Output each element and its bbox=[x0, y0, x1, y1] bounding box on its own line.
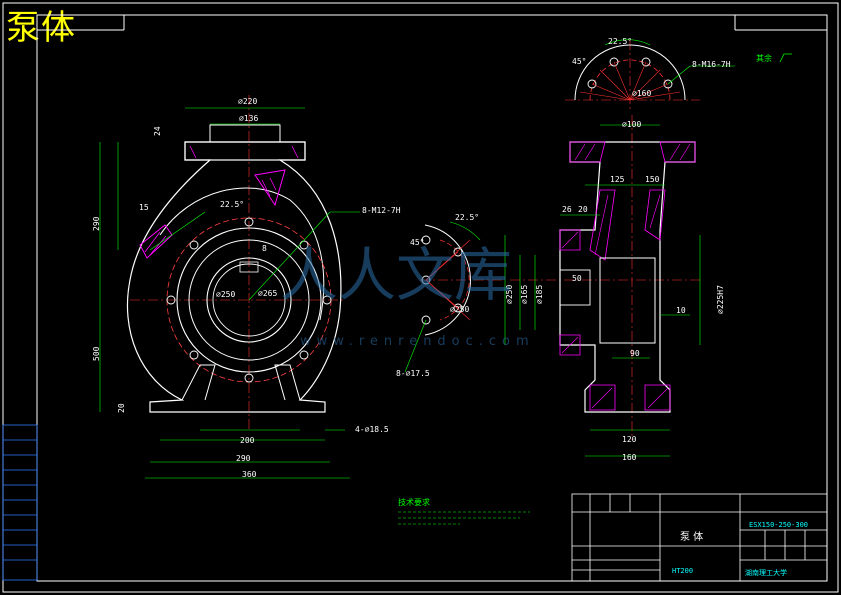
watermark-text: 人人文库 bbox=[280, 241, 512, 309]
dim-r15: 15 bbox=[139, 203, 149, 212]
title-block-material: HT200 bbox=[672, 567, 693, 575]
tech-requirements: 技术要求 bbox=[398, 497, 530, 525]
side-table bbox=[2, 424, 38, 581]
dim-d220: ⌀220 bbox=[238, 97, 257, 106]
dim-holes-front: 4-⌀18.5 bbox=[355, 425, 389, 434]
title-block-name: 泵 体 bbox=[680, 531, 703, 543]
dim-d185: ⌀185 bbox=[535, 285, 544, 304]
tech-req-heading: 技术要求 bbox=[398, 497, 430, 507]
flange-view: 22.5° 45° ⌀160 ⌀100 8-M16-7H 其余 bbox=[565, 37, 792, 129]
dim-d250-side: ⌀250 bbox=[505, 285, 514, 304]
dim-bolt-flange: 8-M16-7H bbox=[692, 60, 731, 69]
roughness-note: 其余 bbox=[756, 53, 772, 63]
dim-h20: 20 bbox=[117, 403, 126, 413]
dim-w50: 50 bbox=[572, 274, 582, 283]
section-view: 125 150 26 20 50 ⌀250 ⌀165 ⌀185 90 ⌀225H… bbox=[504, 115, 725, 462]
dim-w200: 200 bbox=[240, 436, 255, 445]
dim-45-flange: 45° bbox=[572, 57, 586, 66]
dim-angle-flange: 22.5° bbox=[608, 37, 632, 46]
dim-t24: 24 bbox=[153, 126, 162, 136]
title-block-school: 湖南理工大学 bbox=[745, 568, 787, 577]
dim-d160: ⌀160 bbox=[632, 89, 651, 98]
dim-w120: 120 bbox=[622, 435, 637, 444]
dim-angle-front: 22.5° bbox=[220, 200, 244, 209]
dim-45-left: 45° bbox=[410, 238, 424, 247]
dim-d265-front: ⌀265 bbox=[258, 289, 277, 298]
dim-d10: 10 bbox=[676, 306, 686, 315]
dim-d90: 90 bbox=[630, 349, 640, 358]
dim-bolt-front: 8-M12-7H bbox=[362, 206, 401, 215]
dim-d250-left: ⌀250 bbox=[450, 305, 469, 314]
dim-d136: ⌀136 bbox=[239, 114, 258, 123]
dim-angle-left: 22.5° bbox=[455, 213, 479, 222]
front-view: ⌀220 ⌀136 24 290 500 20 200 290 360 8-M1… bbox=[92, 95, 401, 479]
dim-w160: 160 bbox=[622, 453, 637, 462]
dim-w290: 290 bbox=[236, 454, 251, 463]
dim-w125: 125 bbox=[610, 175, 625, 184]
dim-d250-front: ⌀250 bbox=[216, 290, 235, 299]
watermark: 人人文库 www.renrendoc.com bbox=[280, 241, 535, 349]
dim-w150: 150 bbox=[645, 175, 660, 184]
title-block-code: ESX150-250-300 bbox=[749, 521, 808, 529]
title-block bbox=[571, 493, 828, 582]
bolt-pattern-view: 22.5° 45° 8-⌀17.5 ⌀250 bbox=[396, 213, 505, 378]
dim-n8: 8 bbox=[262, 244, 267, 253]
dim-d225: ⌀225H7 bbox=[716, 285, 725, 314]
dim-h500: 500 bbox=[92, 346, 101, 361]
dim-holes-left: 8-⌀17.5 bbox=[396, 369, 430, 378]
dim-w360: 360 bbox=[242, 470, 257, 479]
frame-border bbox=[36, 14, 828, 582]
watermark-url: www.renrendoc.com bbox=[300, 334, 535, 349]
dim-h290: 290 bbox=[92, 216, 101, 231]
dim-w26: 26 bbox=[562, 205, 572, 214]
dim-d165: ⌀165 bbox=[520, 285, 529, 304]
dim-w20: 20 bbox=[578, 205, 588, 214]
